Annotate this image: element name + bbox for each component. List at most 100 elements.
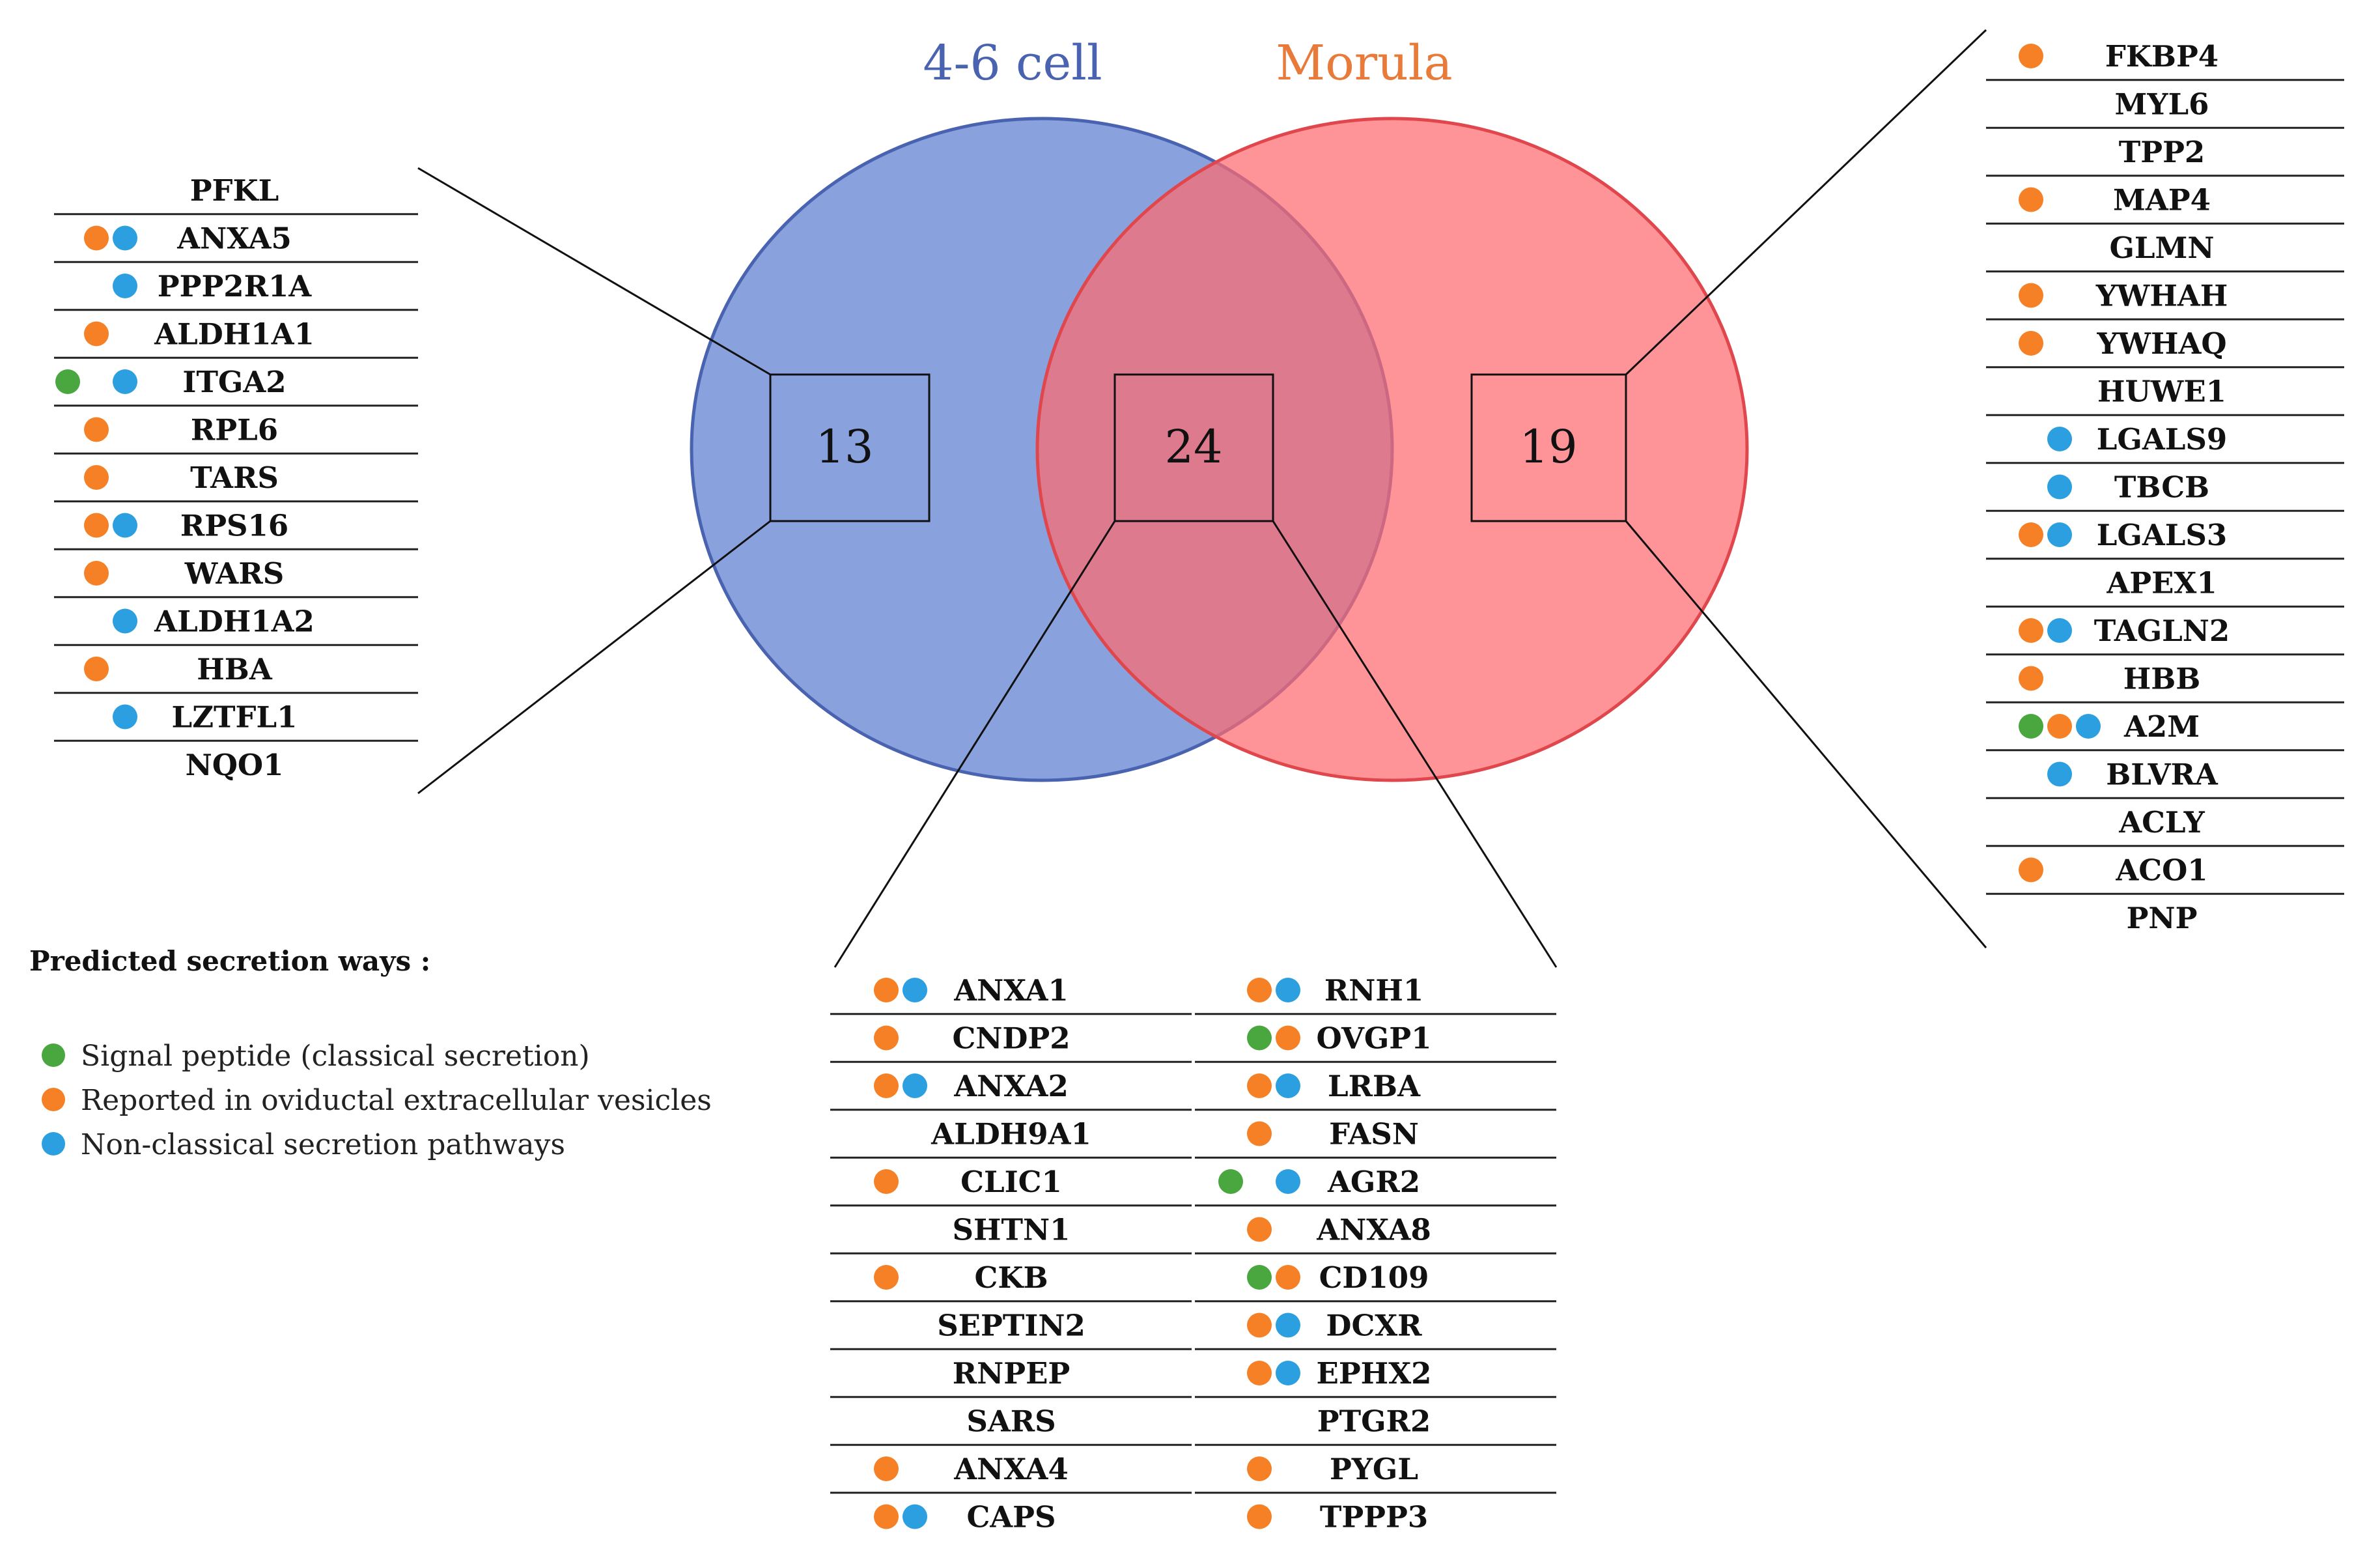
gene-row: LGALS9 (1986, 422, 2344, 464)
gene-name: TBCB (2114, 470, 2209, 505)
gene-row: TPP2 (1986, 135, 2344, 177)
count-box-only-morula (1470, 373, 1627, 522)
gene-name: RPS16 (180, 509, 288, 543)
blue-marker-dot (2047, 474, 2072, 500)
gene-row: ITGA2 (54, 365, 418, 407)
orange-marker-dot (1247, 1504, 1272, 1529)
blue-legend-dot (42, 1132, 65, 1156)
gene-row: APEX1 (1986, 566, 2344, 608)
connector-lines (417, 29, 1987, 968)
orange-marker-dot (1247, 1217, 1272, 1242)
legend-label: Reported in oviductal extracellular vesi… (81, 1084, 712, 1117)
gene-name: NQO1 (186, 748, 284, 782)
connector-line-both-left (833, 520, 1116, 968)
count-shared: 24 (1164, 420, 1222, 474)
gene-row: CAPS (874, 1500, 1056, 1535)
legend-title: Predicted secretion ways : (29, 945, 430, 977)
gene-row: HUWE1 (1986, 375, 2344, 416)
gene-row: ALDH1A2 (54, 604, 418, 646)
gene-row: A2M (1986, 709, 2344, 752)
blue-marker-dot (113, 513, 137, 538)
connector-line-b-top (1625, 29, 1987, 376)
gene-name: SARS (966, 1404, 1056, 1439)
gene-name: LGALS3 (2097, 518, 2227, 552)
gene-name: ACLY (2118, 805, 2205, 840)
green-marker-dot (2019, 714, 2043, 739)
gene-name: MAP4 (2113, 183, 2211, 218)
orange-marker-dot (1247, 978, 1272, 1002)
gene-row: CNDP2 (830, 1021, 1192, 1063)
green-marker-dot (55, 369, 80, 394)
orange-marker-dot (1247, 1121, 1272, 1146)
blue-marker-dot (1276, 1312, 1300, 1338)
orange-marker-dot (874, 1265, 899, 1290)
blue-marker-dot (903, 1504, 927, 1529)
blue-marker-dot (2047, 618, 2072, 643)
blue-marker-dot (2076, 714, 2101, 739)
count-box-shared (1113, 373, 1274, 522)
gene-row: MYL6 (1986, 87, 2344, 129)
gene-name: ANXA2 (953, 1069, 1069, 1103)
gene-name: APEX1 (2106, 566, 2217, 601)
orange-marker-dot (874, 1169, 899, 1194)
gene-list-only-morula: FKBP4MYL6TPP2MAP4GLMNYWHAHYWHAQHUWE1LGAL… (1986, 39, 2344, 935)
gene-name: ANXA1 (953, 973, 1069, 1008)
blue-marker-dot (903, 978, 927, 1002)
orange-marker-dot (2019, 187, 2043, 212)
gene-name: ANXA4 (953, 1452, 1069, 1486)
gene-name: HBB (2123, 662, 2201, 696)
orange-marker-dot (84, 321, 109, 347)
gene-row: HBB (1986, 662, 2344, 703)
orange-marker-dot (874, 1456, 899, 1481)
gene-name: PNP (2127, 901, 2198, 935)
gene-name: SEPTIN2 (937, 1309, 1085, 1343)
gene-name: DCXR (1326, 1309, 1422, 1343)
count-only-morula: 19 (1519, 420, 1577, 474)
orange-marker-dot (1247, 1073, 1272, 1098)
connector-line-both-right (1272, 520, 1558, 968)
gene-name: FASN (1329, 1117, 1419, 1152)
gene-row: PPP2R1A (54, 269, 418, 311)
set-label-morula: Morula (1276, 35, 1452, 91)
gene-row: LGALS3 (1986, 518, 2344, 560)
set-label-4-6-cell: 4-6 cell (923, 35, 1102, 91)
orange-marker-dot (2019, 331, 2043, 356)
gene-row: RPS16 (54, 509, 418, 550)
count-only-4-6-cell: 13 (815, 420, 873, 474)
orange-marker-dot (84, 465, 109, 490)
blue-marker-dot (1276, 1169, 1300, 1194)
blue-marker-dot (113, 608, 137, 634)
orange-marker-dot (84, 225, 109, 251)
blue-marker-dot (903, 1073, 927, 1098)
set-circle-morula (1035, 117, 1749, 782)
gene-name: SHTN1 (953, 1213, 1071, 1247)
gene-row: FKBP4 (1986, 39, 2344, 81)
orange-marker-dot (874, 1073, 899, 1098)
orange-marker-dot (1247, 1312, 1272, 1338)
gene-name: AGR2 (1327, 1165, 1420, 1199)
orange-marker-dot (1247, 1361, 1272, 1385)
gene-name: ANXA8 (1316, 1213, 1431, 1247)
gene-row: RPL6 (54, 413, 418, 455)
gene-row: FASN (1195, 1117, 1556, 1159)
gene-list-only-4-6-cell: PFKLANXA5PPP2R1AALDH1A1ITGA2RPL6TARSRPS1… (54, 173, 418, 782)
gene-row: ALDH9A1 (830, 1117, 1192, 1159)
gene-name: WARS (184, 556, 284, 591)
green-marker-dot (1247, 1025, 1272, 1051)
gene-name: ACO1 (2115, 853, 2207, 888)
green-marker-dot (1218, 1169, 1243, 1194)
gene-row: AGR2 (1195, 1165, 1556, 1207)
gene-name: BLVRA (2106, 758, 2219, 792)
gene-row: SARS (830, 1404, 1192, 1446)
orange-marker-dot (874, 1504, 899, 1529)
gene-row: SHTN1 (830, 1213, 1192, 1255)
legend-items: Signal peptide (classical secretion) Repo… (42, 1040, 712, 1161)
gene-name: EPHX2 (1317, 1356, 1432, 1391)
gene-row: ACLY (1986, 805, 2344, 847)
gene-row: YWHAQ (1986, 326, 2344, 369)
blue-marker-dot (2047, 761, 2072, 787)
legend-item: Non-classical secretion pathways (42, 1128, 565, 1161)
legend-label: Signal peptide (classical secretion) (81, 1040, 590, 1073)
